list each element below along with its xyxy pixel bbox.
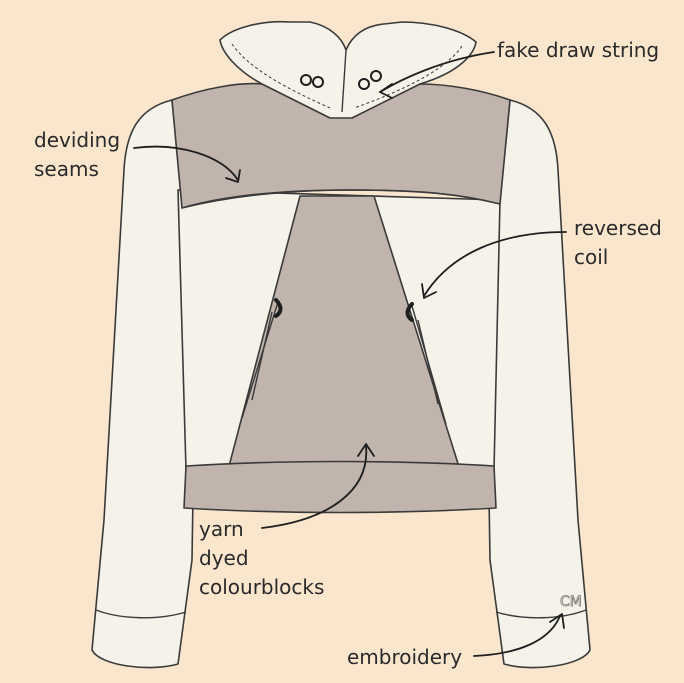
hood	[219, 20, 477, 119]
arrow-embroidery	[473, 615, 561, 657]
hood-center-seam	[341, 49, 347, 113]
label-embroidery: embroidery	[347, 643, 462, 672]
right-pocket-coil	[405, 302, 414, 322]
left-cuff-seam	[95, 609, 187, 619]
label-yarn-dyed-colourblocks: yarn dyed colourblocks	[199, 515, 324, 602]
label-fake-draw-string: fake draw string	[497, 36, 659, 65]
left-pocket-coil	[274, 298, 283, 318]
label-line: embroidery	[347, 645, 463, 669]
yoke-divider-seam	[181, 189, 501, 209]
embroidery-monogram: CM	[560, 594, 582, 610]
arrow-yarn-dyed	[261, 445, 368, 529]
left-pocket-opening	[241, 301, 279, 419]
left-pocket-opening-inner	[251, 311, 273, 401]
eyelet-icon	[300, 70, 382, 90]
arrow-yarn-dyed-head	[357, 443, 375, 457]
left-sleeve	[91, 99, 197, 669]
label-dividing-seams: deviding seams	[34, 126, 120, 184]
waistband	[183, 460, 497, 514]
label-line: deviding	[34, 128, 121, 152]
label-line: fake draw string	[497, 38, 660, 62]
label-reversed-coil: reversed coil	[574, 214, 662, 272]
label-line: reversed	[574, 216, 662, 240]
arrow-embroidery-head	[549, 613, 565, 629]
right-cuff-seam	[495, 609, 587, 619]
right-pocket-opening-inner	[417, 319, 439, 405]
arrow-fake-draw-string-head	[379, 83, 393, 99]
label-line: dyed	[199, 546, 249, 570]
arrow-reversed-coil	[423, 231, 567, 297]
arrow-dividing-seams	[133, 145, 239, 181]
label-line: seams	[34, 157, 99, 181]
label-line: coil	[574, 245, 609, 269]
arrow-dividing-seams-head	[225, 169, 241, 183]
label-line: yarn	[199, 517, 244, 541]
arrow-reversed-coil-head	[421, 283, 437, 299]
hood-stitch-right	[353, 45, 463, 109]
right-sleeve	[485, 99, 591, 669]
label-line: colourblocks	[199, 575, 325, 599]
